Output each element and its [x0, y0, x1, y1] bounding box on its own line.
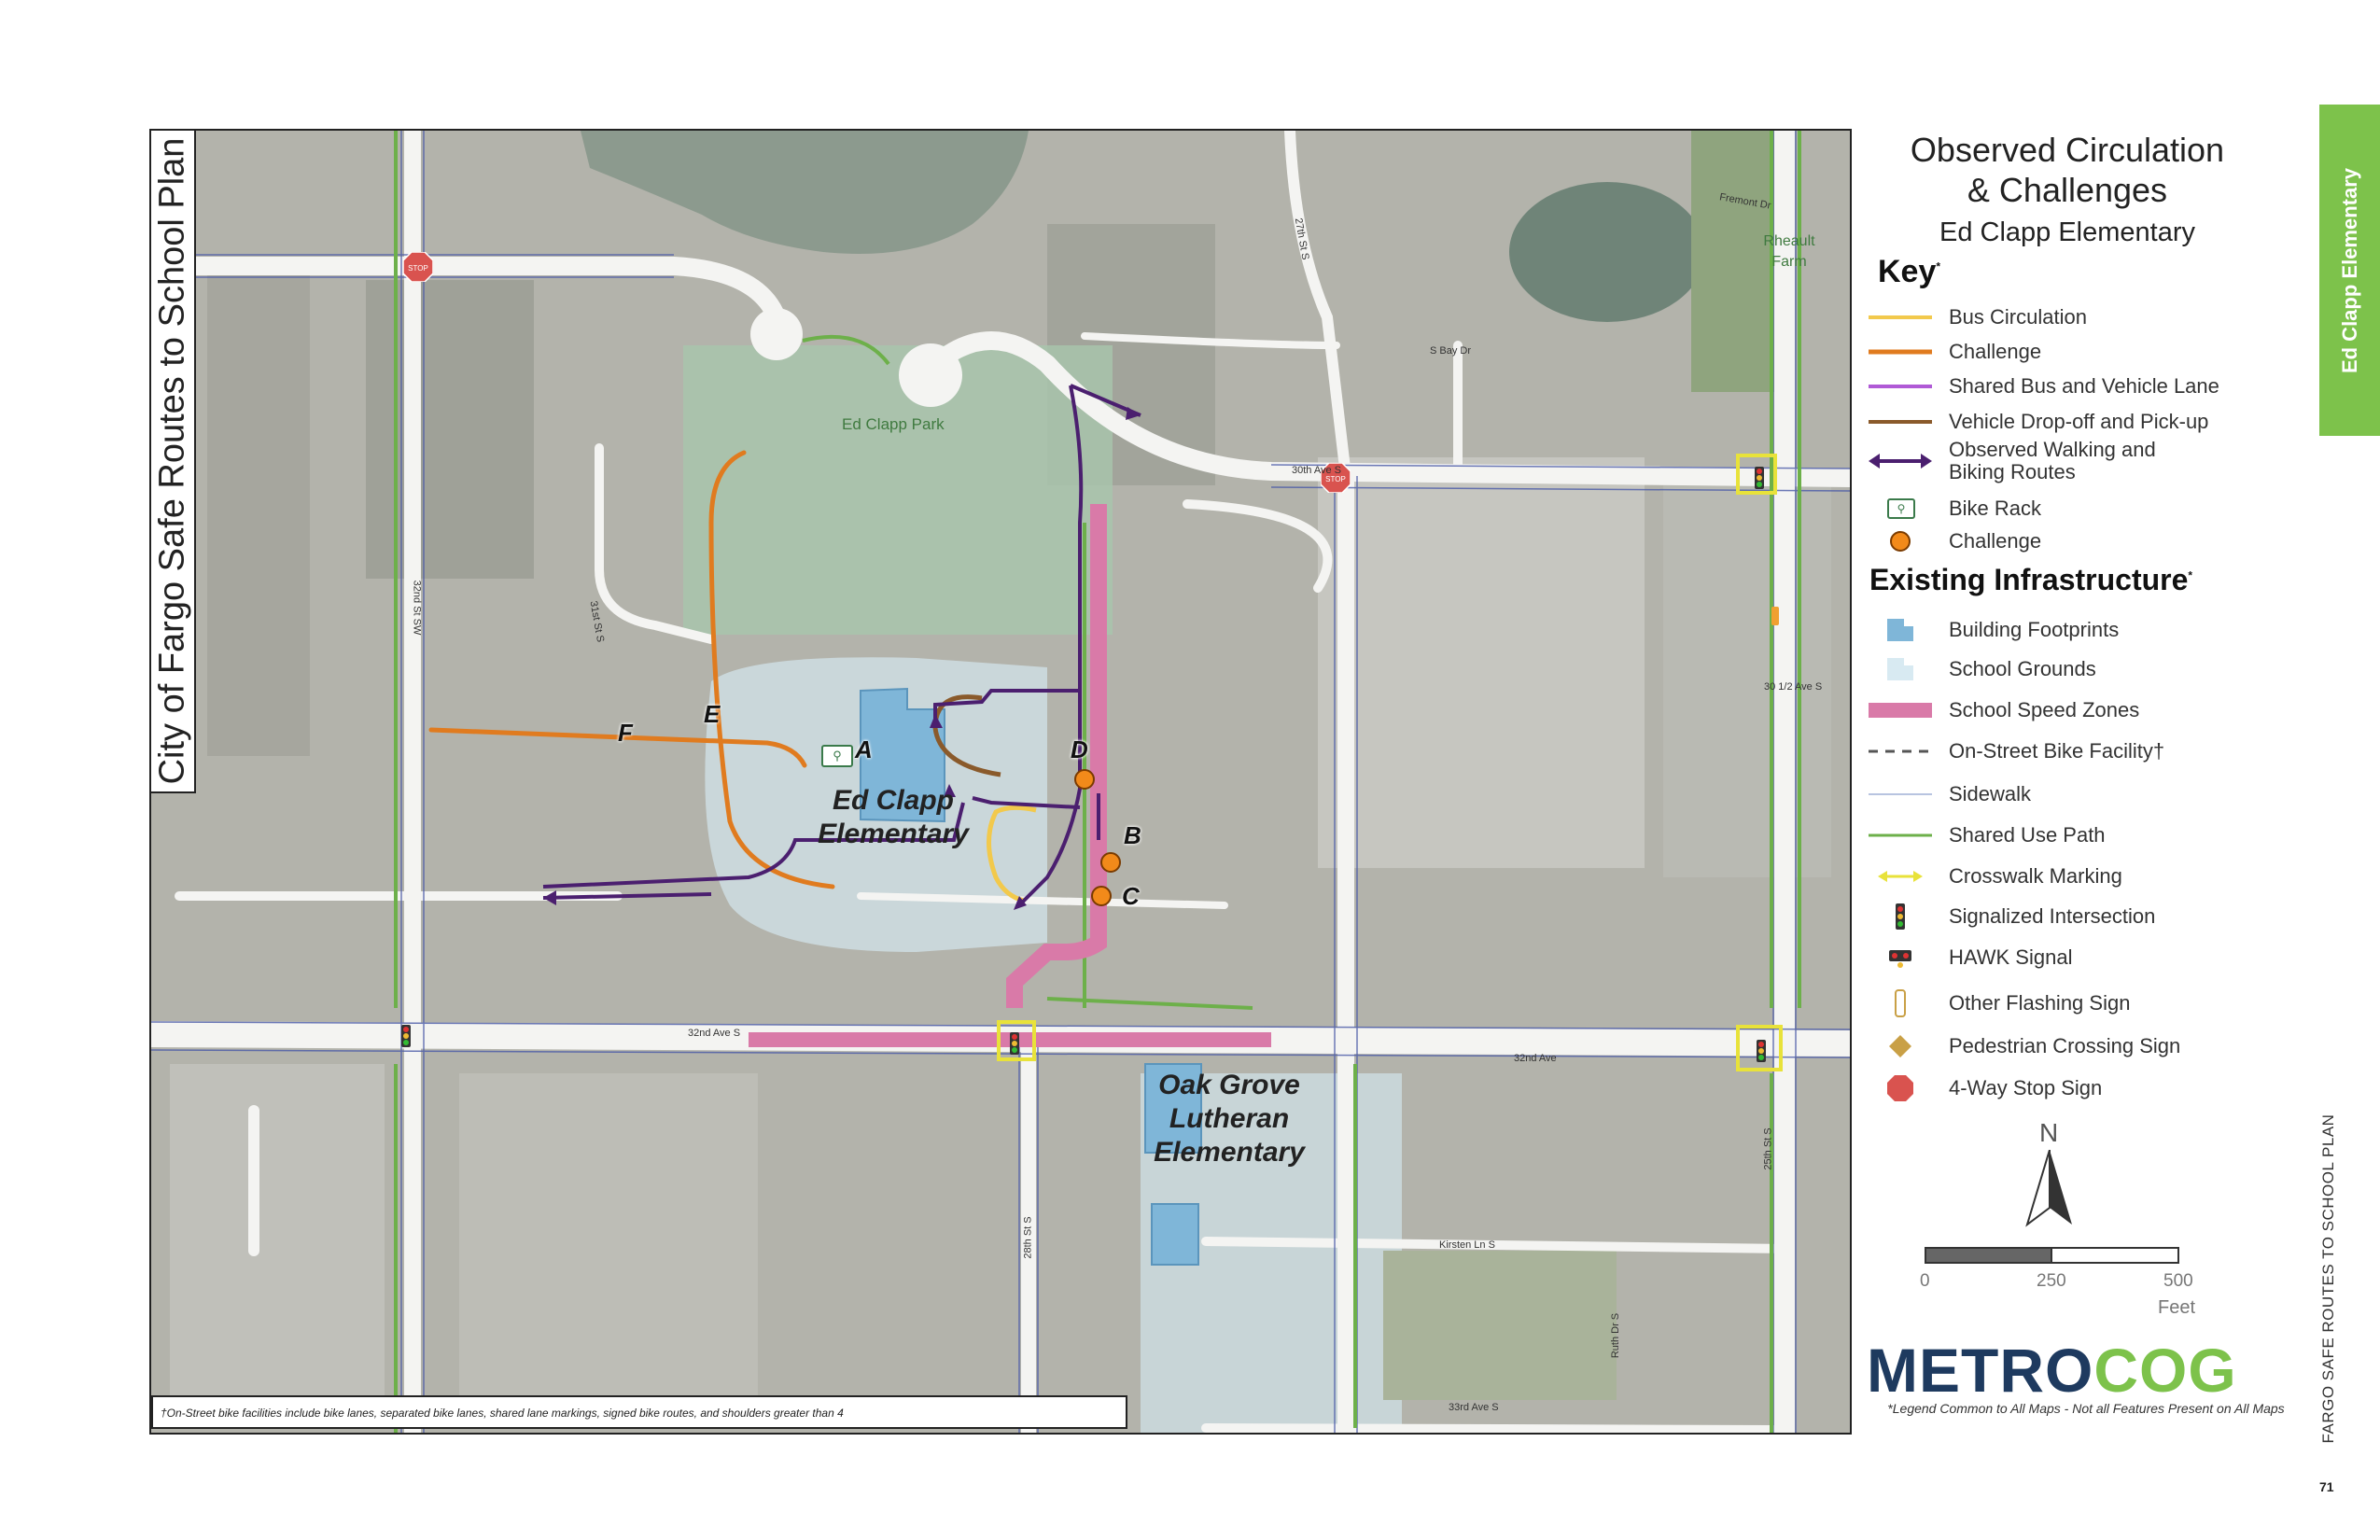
legend-title-line1: Observed Circulation	[1910, 131, 2225, 169]
page-number: 71	[2319, 1479, 2334, 1494]
infra-heading: Existing Infrastructure*	[1869, 563, 2193, 596]
legend-item-walking: Observed Walking and Biking Routes	[1867, 438, 2315, 483]
key-heading: Key*	[1878, 254, 1941, 289]
arrow-icon	[1869, 454, 1932, 469]
park-label: Ed Clapp Park	[842, 415, 945, 433]
legend-item-shared-path: Shared Use Path	[1869, 822, 2106, 847]
hawk-signal-icon	[1889, 950, 1911, 968]
legend-item-speed-zones: School Speed Zones	[1867, 693, 2315, 727]
legend-item-dropoff: Vehicle Drop-off and Pick-up	[1869, 409, 2209, 433]
legend-item-crosswalk: Crosswalk Marking	[1867, 860, 2315, 893]
street-label: 28th St S	[1022, 1216, 1034, 1259]
north-arrow-icon	[2025, 1150, 2072, 1227]
side-footer-text: FARGO SAFE ROUTES TO SCHOOL PLAN	[2319, 1113, 2337, 1444]
street-label: 32nd St SW	[411, 580, 423, 636]
scale-tick-250: 250	[2037, 1271, 2066, 1291]
stop-sign-icon	[1887, 1075, 1913, 1101]
legend-item-bus: Bus Circulation	[1869, 304, 2087, 329]
challenge-label-e: E	[704, 700, 721, 728]
bike-rack-icon: ⚲	[821, 745, 853, 767]
street-label: Kirsten Ln S	[1439, 1239, 1495, 1251]
flashing-sign-icon	[1895, 989, 1906, 1017]
challenge-label-a: A	[855, 735, 873, 763]
legend-item-challenge-dot: Challenge	[1867, 525, 2315, 558]
stop-sign-text: STOP	[408, 264, 428, 273]
street-label: 30 1/2 Ave S	[1764, 681, 1823, 693]
street-label: 32nd Ave S	[688, 1028, 741, 1039]
street-label: Ruth Dr S	[1610, 1312, 1622, 1359]
scale-unit: Feet	[2158, 1297, 2196, 1318]
metrocog-logo: METROCOG	[1867, 1336, 2237, 1405]
street-label: 25th St S	[1762, 1127, 1774, 1170]
street-label: 30th Ave S	[1292, 465, 1342, 476]
legend-item-stop: 4-Way Stop Sign	[1867, 1071, 2315, 1105]
school2-label: Oak Grove Lutheran Elementary	[1154, 1070, 1305, 1168]
grounds-icon	[1887, 658, 1913, 680]
crosswalk-icon	[1878, 871, 1923, 882]
street-label: 32nd Ave	[1514, 1053, 1557, 1064]
bike-rack-icon: ⚲	[1887, 498, 1915, 519]
legend-item-shared-lane: Shared Bus and Vehicle Lane	[1869, 373, 2219, 398]
challenge-label-c: C	[1122, 882, 1140, 910]
scale-bar	[1925, 1247, 2179, 1264]
footnote: †On-Street bike facilities include bike …	[151, 1395, 1127, 1429]
street-label: 33rd Ave S	[1449, 1402, 1499, 1413]
street-label: S Bay Dr	[1430, 345, 1472, 357]
challenge-label-f: F	[618, 719, 633, 747]
legend-item-challenge-line: Challenge	[1869, 339, 2042, 363]
legend-subtitle: Ed Clapp Elementary	[1939, 217, 2196, 247]
school-label: Ed Clapp Elementary	[818, 785, 969, 849]
map-area[interactable]: STOP STOP Ed Clapp Park Rheault Farm Ed …	[149, 129, 1852, 1435]
building-icon	[1887, 619, 1913, 641]
legend-note: *Legend Common to All Maps - Not all Fea…	[1887, 1401, 2285, 1416]
side-footer: FARGO SAFE ROUTES TO SCHOOL PLAN	[2315, 1114, 2343, 1444]
legend-item-ped-sign: Pedestrian Crossing Sign	[1867, 1029, 2315, 1063]
stop-sign-icon: STOP	[1320, 462, 1351, 494]
vertical-title-box: City of Fargo Safe Routes to School Plan	[149, 129, 196, 793]
traffic-signal-icon	[1896, 903, 1905, 930]
section-tab: Ed Clapp Elementary	[2319, 105, 2380, 436]
challenge-label-b: B	[1124, 821, 1141, 849]
scale-tick-0: 0	[1920, 1271, 1930, 1291]
vertical-title: City of Fargo Safe Routes to School Plan	[152, 137, 192, 785]
traffic-signal-icon	[401, 467, 1766, 1062]
legend-item-bike-facility: On-Street Bike Facility†	[1869, 738, 2165, 763]
farm-label: Rheault Farm	[1763, 233, 1815, 271]
section-tab-label: Ed Clapp Elementary	[2337, 167, 2361, 373]
legend-item-buildings: Building Footprints	[1867, 613, 2315, 647]
legend-item-bike-rack: ⚲ Bike Rack	[1867, 492, 2315, 525]
challenge-label-d: D	[1071, 735, 1088, 763]
north-label: N	[2039, 1118, 2059, 1147]
ped-sign-icon	[1889, 1035, 1911, 1057]
stop-sign-text: STOP	[1325, 475, 1346, 483]
legend-item-flashing: Other Flashing Sign	[1867, 987, 2315, 1020]
legend-item-grounds: School Grounds	[1867, 652, 2315, 686]
scale-tick-500: 500	[2163, 1271, 2193, 1291]
legend-item-signal: Signalized Intersection	[1867, 900, 2315, 933]
legend-item-sidewalk: Sidewalk	[1869, 781, 2032, 805]
legend-item-hawk: HAWK Signal	[1867, 941, 2315, 974]
stop-sign-icon: STOP	[402, 251, 434, 283]
legend-title-line2: & Challenges	[1967, 171, 2168, 209]
aerial-map	[151, 131, 1850, 1433]
